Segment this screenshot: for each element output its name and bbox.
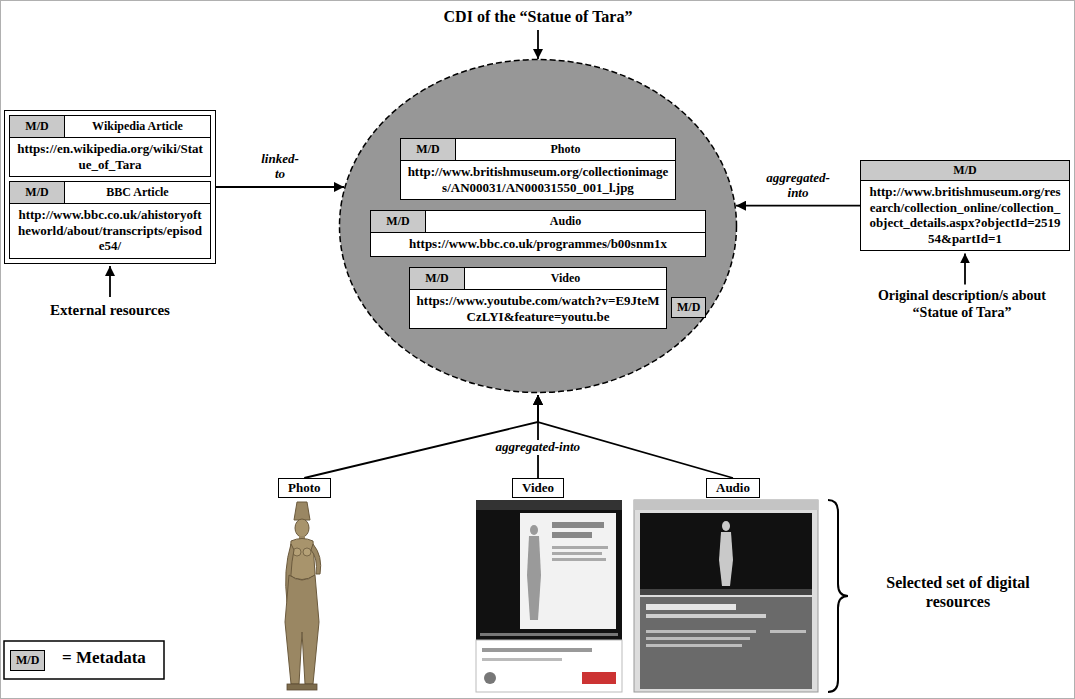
connector bbox=[736, 205, 860, 207]
video-screenshot bbox=[476, 500, 622, 692]
resource-box: Audiohttps://www.bbc.co.uk/programmes/b0… bbox=[370, 210, 706, 257]
group-caption: Original description/s about “Statue of … bbox=[855, 288, 1069, 322]
resource-type: BBC Article bbox=[64, 182, 210, 204]
group-brace bbox=[828, 500, 848, 692]
original-description-box: http://www.britishmuseum.org/research/co… bbox=[860, 160, 1070, 251]
metadata-cell: M/D bbox=[410, 268, 464, 290]
resource-type: Video bbox=[464, 268, 666, 290]
statue-photo bbox=[285, 502, 321, 690]
metadata-box: M/D bbox=[671, 297, 706, 318]
cdi-heading: CDI of the “Statue of Tara” bbox=[298, 8, 778, 26]
media-tag: Photo bbox=[278, 478, 331, 498]
metadata-tag: M/D bbox=[425, 271, 448, 286]
edge-label: aggregated-into bbox=[494, 440, 583, 455]
leader-arrow bbox=[537, 30, 539, 59]
media-type: Photo bbox=[288, 480, 321, 496]
resource-url: https://en.wikipedia.org/wiki/Statue_of_… bbox=[10, 138, 210, 176]
resource-url: http://www.britishmuseum.org/collectioni… bbox=[401, 161, 675, 199]
leader-arrow bbox=[964, 253, 966, 284]
resource-url: http://www.bbc.co.uk/ahistoryoftheworld/… bbox=[10, 204, 210, 258]
metadata-cell: M/D bbox=[401, 139, 455, 161]
resource-url: https://www.bbc.co.uk/programmes/b00snm1… bbox=[371, 233, 705, 256]
audio-screenshot bbox=[634, 500, 818, 692]
resource-box: Photohttp://www.britishmuseum.org/collec… bbox=[400, 138, 676, 200]
resource-box: Videohttps://www.youtube.com/watch?v=E9J… bbox=[409, 267, 667, 329]
cdi-ellipse: CDI of the “Statue of Tara”Photohttp://w… bbox=[338, 58, 738, 394]
edge-label: aggregated-into bbox=[760, 171, 836, 201]
leader-arrow bbox=[109, 266, 111, 297]
resource-type: Audio bbox=[425, 211, 705, 233]
metadata-tag: M/D bbox=[16, 653, 39, 668]
metadata-tag: M/D bbox=[25, 185, 48, 200]
connector bbox=[538, 395, 733, 478]
metadata-tag: M/D bbox=[953, 163, 976, 178]
metadata-tag: M/D bbox=[386, 214, 409, 229]
metadata-tag: M/D bbox=[416, 142, 439, 157]
metadata-cell: M/D bbox=[10, 182, 64, 204]
resource-type: Photo bbox=[455, 139, 675, 161]
resource-type: Wikipedia Article bbox=[64, 116, 210, 138]
external-resources-box: External resourcesWikipedia Articlehttps… bbox=[4, 110, 216, 264]
group-caption: External resources bbox=[5, 301, 215, 319]
metadata-cell: M/D bbox=[10, 116, 64, 138]
metadata-cell: M/D bbox=[371, 211, 425, 233]
metadata-cell: M/D bbox=[861, 161, 1069, 181]
edge-label: linked-to bbox=[256, 152, 304, 182]
resource-box: Wikipedia Articlehttps://en.wikipedia.or… bbox=[9, 115, 211, 177]
resource-url: https://www.youtube.com/watch?v=E9JteMCz… bbox=[410, 290, 666, 328]
resource-url: http://www.britishmuseum.org/research/co… bbox=[861, 181, 1069, 250]
connector bbox=[216, 186, 344, 188]
media-tag: Audio bbox=[706, 478, 760, 498]
legend-text: = Metadata bbox=[62, 648, 146, 668]
metadata-tag: M/D bbox=[25, 119, 48, 134]
metadata-tag: M/D bbox=[677, 300, 700, 315]
group-label: Selected set of digital resources bbox=[858, 573, 1058, 611]
media-type: Audio bbox=[716, 480, 750, 496]
resource-box: BBC Articlehttp://www.bbc.co.uk/ahistory… bbox=[9, 181, 211, 259]
legend-sample-box: M/D bbox=[10, 650, 45, 671]
media-tag: Video bbox=[512, 478, 564, 498]
media-type: Video bbox=[522, 480, 554, 496]
connector bbox=[304, 395, 538, 478]
legend-frame bbox=[4, 641, 164, 679]
ellipse-shape bbox=[340, 60, 737, 393]
